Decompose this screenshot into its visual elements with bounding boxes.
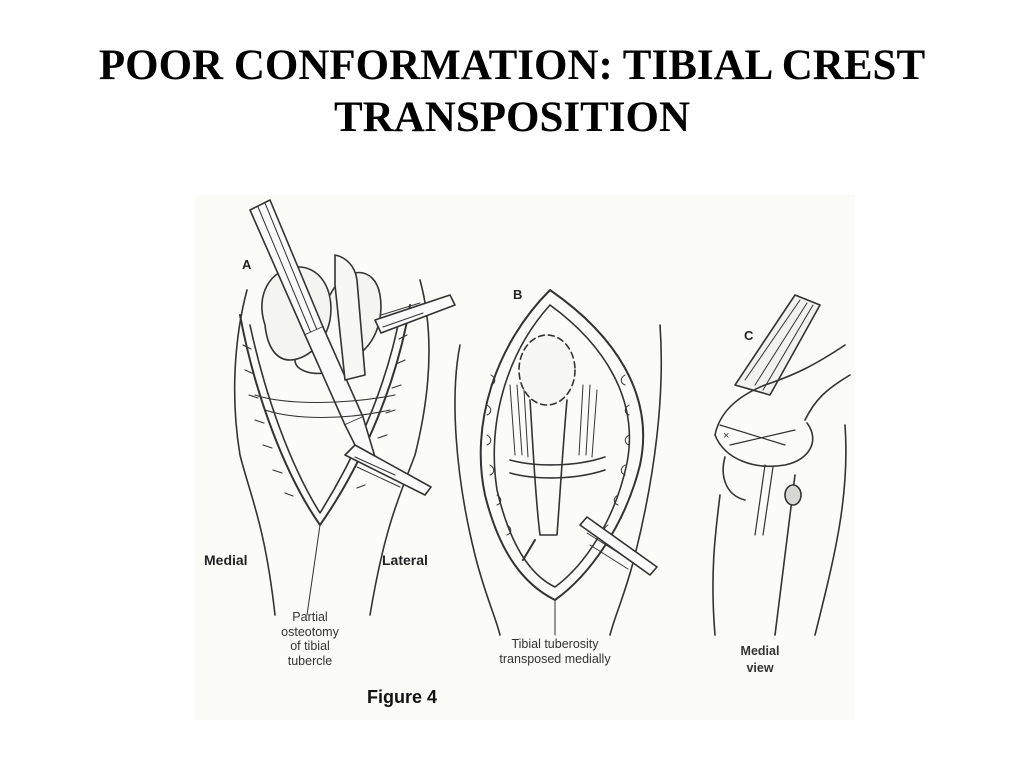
caption-c-line-2: view [746,661,774,675]
lateral-label: Lateral [382,552,428,568]
panel-b-label: B [513,287,523,302]
panel-a-drawing [233,199,456,616]
caption-a-line-3: of tibial [290,639,330,653]
slide-title: POOR CONFORMATION: TIBIAL CREST TRANSPOS… [0,40,1024,144]
title-line-1: POOR CONFORMATION: TIBIAL CREST [98,42,926,89]
title-line-2: TRANSPOSITION [333,94,691,141]
panel-c-caption: Medial view [720,643,800,677]
svg-text:×: × [723,430,729,442]
panel-a-label: A [242,257,252,272]
caption-a-line-4: tubercle [287,653,333,668]
surgical-figure: × A B C Medial Lateral Partial osteotomy… [195,195,855,720]
panel-c-drawing: × [712,294,851,636]
caption-c-line-1: Medial [740,644,780,658]
caption-a-line-1: Partial [292,610,328,624]
panel-c-label: C [744,328,754,343]
panel-b-caption: Tibial tuberosity transposed medially [475,637,635,666]
medial-label: Medial [204,552,248,568]
caption-a-line-2: osteotomy [281,624,339,639]
surgical-illustration: × [233,199,851,636]
panel-b-drawing [454,289,663,636]
caption-b-line-2: transposed medially [499,651,611,666]
caption-b-line-1: Tibial tuberosity [511,637,599,651]
panel-a-caption: Partial osteotomy of tibial tubercle [265,610,355,668]
figure-number-label: Figure 4 [367,687,438,707]
